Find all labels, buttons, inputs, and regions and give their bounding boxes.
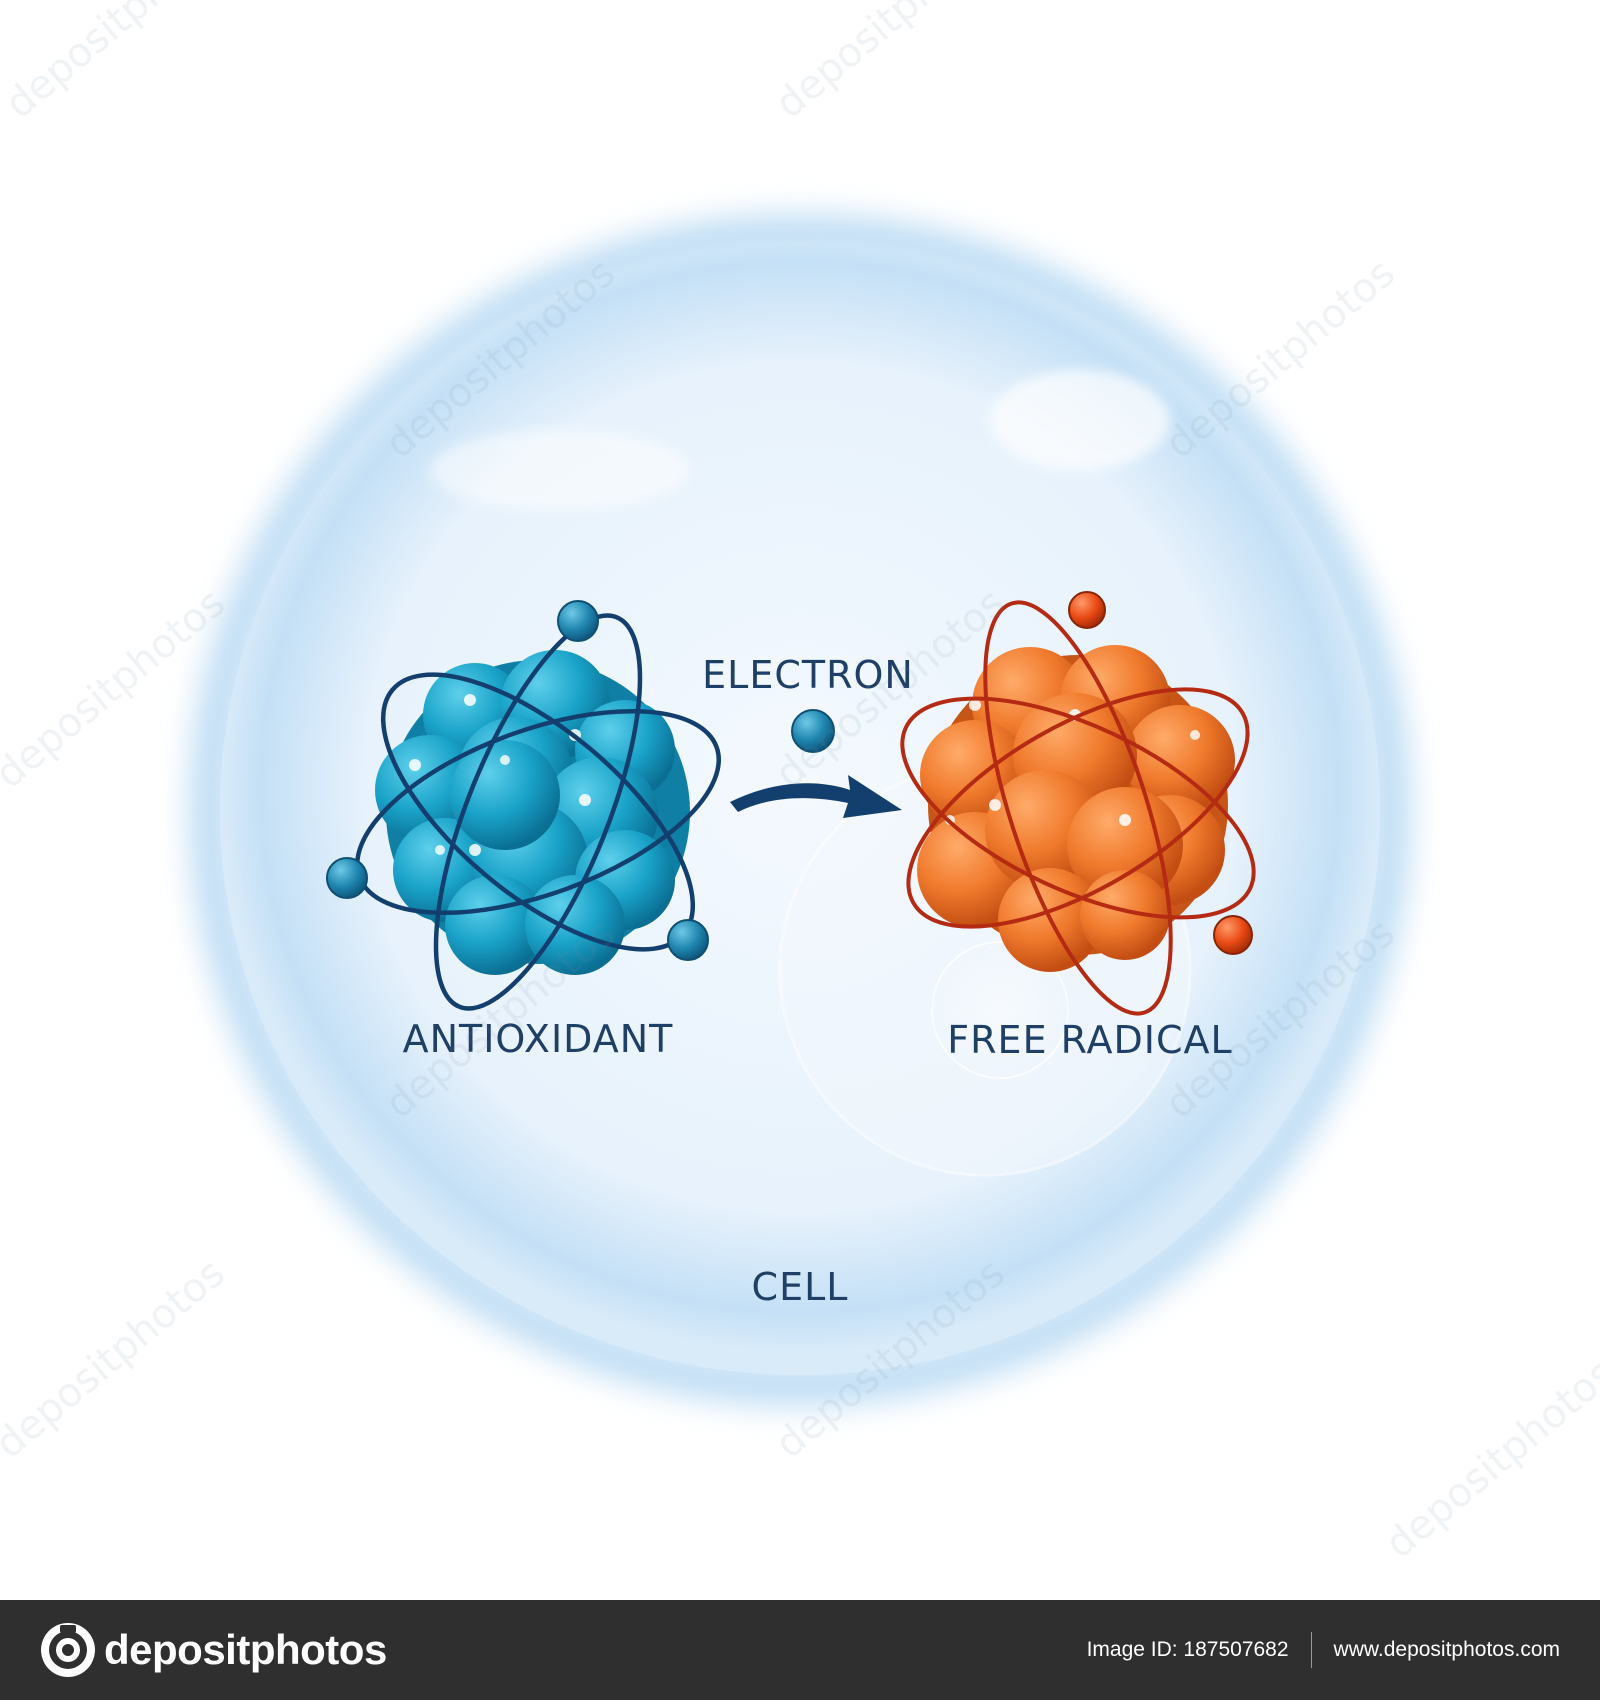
transfer-arrow [730,775,902,818]
brand[interactable]: depositphotos [40,1622,387,1678]
transferred-electron [791,709,835,753]
free-radical-electron-right [1213,915,1253,955]
free-radical-orbit-1 [906,687,1250,929]
free-radical-electron-top [1068,591,1106,629]
footer-info: Image ID: 187507682 www.depositphotos.co… [1087,1632,1560,1668]
antioxidant-orbit-3 [433,613,643,1011]
camera-logo-icon [41,1623,95,1677]
free-radical-atom [900,591,1256,1016]
brand-name: depositphotos [104,1626,387,1673]
free-radical-orbit-3 [983,600,1173,1016]
antioxidant-free-radical-diagram: ELECTRON ANTIOXIDANT FREE RADICAL CELL d… [0,0,1600,1568]
cell-nucleolus [931,941,1069,1079]
free-radical-nucleus [917,645,1235,972]
watermark-9: depositphotos [0,1250,234,1468]
label-antioxidant: ANTIOXIDANT [403,1017,674,1061]
antioxidant-electron-top [557,600,599,642]
free-radical-orbit-2 [900,696,1256,920]
label-electron: ELECTRON [702,653,914,697]
website-link[interactable]: www.depositphotos.com [1333,1638,1560,1661]
footer-bar: depositphotos Image ID: 187507682 www.de… [0,1600,1600,1700]
cell-highlight-left [430,430,690,510]
free-radical-orbits [900,600,1256,1016]
footer-divider [1310,1632,1312,1668]
cell [190,215,1410,1405]
antioxidant-nucleus [375,650,690,975]
antioxidant-electron-right [667,919,709,961]
watermark-2: depositphotos [767,0,1014,128]
watermark-11: depositphotos [1377,1350,1600,1568]
label-free-radical: FREE RADICAL [947,1018,1232,1062]
antioxidant-atom [326,600,721,1011]
watermark-1: depositphotos [0,0,244,128]
image-id: Image ID: 187507682 [1086,1638,1289,1661]
cell-membrane [190,215,1410,1405]
cell-highlight [990,370,1170,470]
label-cell: CELL [752,1265,849,1309]
antioxidant-electron-left [326,857,368,899]
